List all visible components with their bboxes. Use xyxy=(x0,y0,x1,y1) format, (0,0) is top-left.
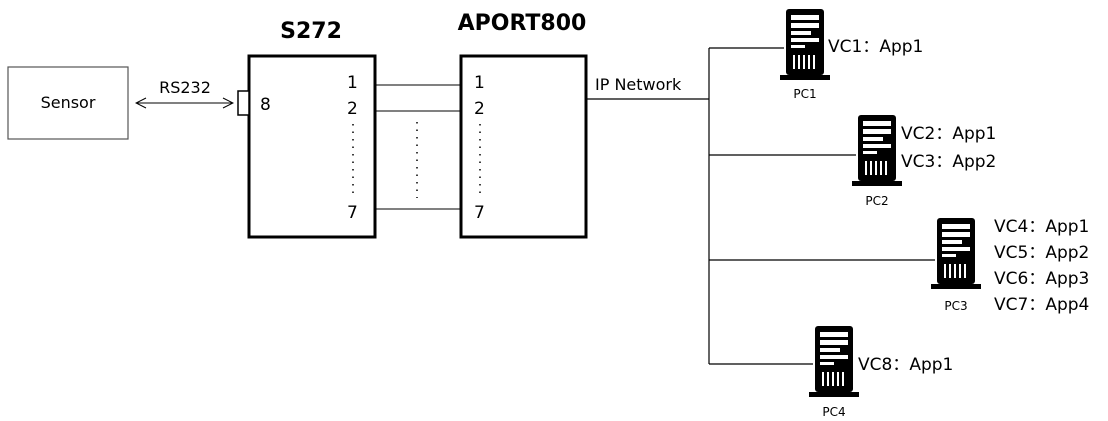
sensor-box xyxy=(7,66,129,140)
pc3-session-4: VC7：App4 xyxy=(994,295,1089,315)
pc3-name: PC3 xyxy=(944,299,967,313)
computer-tower-icon xyxy=(852,115,902,186)
pc2-node: PC2 VC2：App1 VC3：App2 xyxy=(852,115,996,208)
computer-tower-icon xyxy=(780,9,830,80)
pc1-node: PC1 VC1：App1 xyxy=(780,9,923,101)
s272-box xyxy=(247,54,377,239)
pc3-node: PC3 VC4：App1 VC5：App2 VC6：App3 VC7：App4 xyxy=(931,217,1089,315)
s272-port-2: 2 xyxy=(347,99,358,119)
pc1-session-1: VC1：App1 xyxy=(828,37,923,57)
pc2-session-2: VC3：App2 xyxy=(901,152,996,172)
pc4-name: PC4 xyxy=(822,405,845,419)
pc3-session-1: VC4：App1 xyxy=(994,217,1089,237)
ip-network-label: IP Network xyxy=(595,75,682,94)
pc3-session-3: VC6：App3 xyxy=(994,269,1089,289)
pc4-session-1: VC8：App1 xyxy=(858,355,953,375)
pc2-name: PC2 xyxy=(865,194,888,208)
s272-port-1: 1 xyxy=(347,73,358,93)
pc2-session-1: VC2：App1 xyxy=(901,124,996,144)
rs232-label: RS232 xyxy=(159,78,211,97)
serial-connector-icon xyxy=(237,90,250,116)
s272-port-7: 7 xyxy=(347,203,358,223)
aport800-title: APORT800 xyxy=(458,11,587,36)
aport800-port-1: 1 xyxy=(474,73,485,93)
aport800-box xyxy=(459,54,588,239)
pc4-node: PC4 VC8：App1 xyxy=(809,326,953,419)
aport800-port-2: 2 xyxy=(474,99,485,119)
pc3-session-2: VC5：App2 xyxy=(994,243,1089,263)
pc1-name: PC1 xyxy=(793,87,816,101)
computer-tower-icon xyxy=(809,326,859,397)
aport800-port-7: 7 xyxy=(474,203,485,223)
s272-title: S272 xyxy=(280,19,342,44)
computer-tower-icon xyxy=(931,218,981,289)
sensor-label: Sensor xyxy=(41,93,96,112)
s272-serial-port-label: 8 xyxy=(260,95,271,115)
